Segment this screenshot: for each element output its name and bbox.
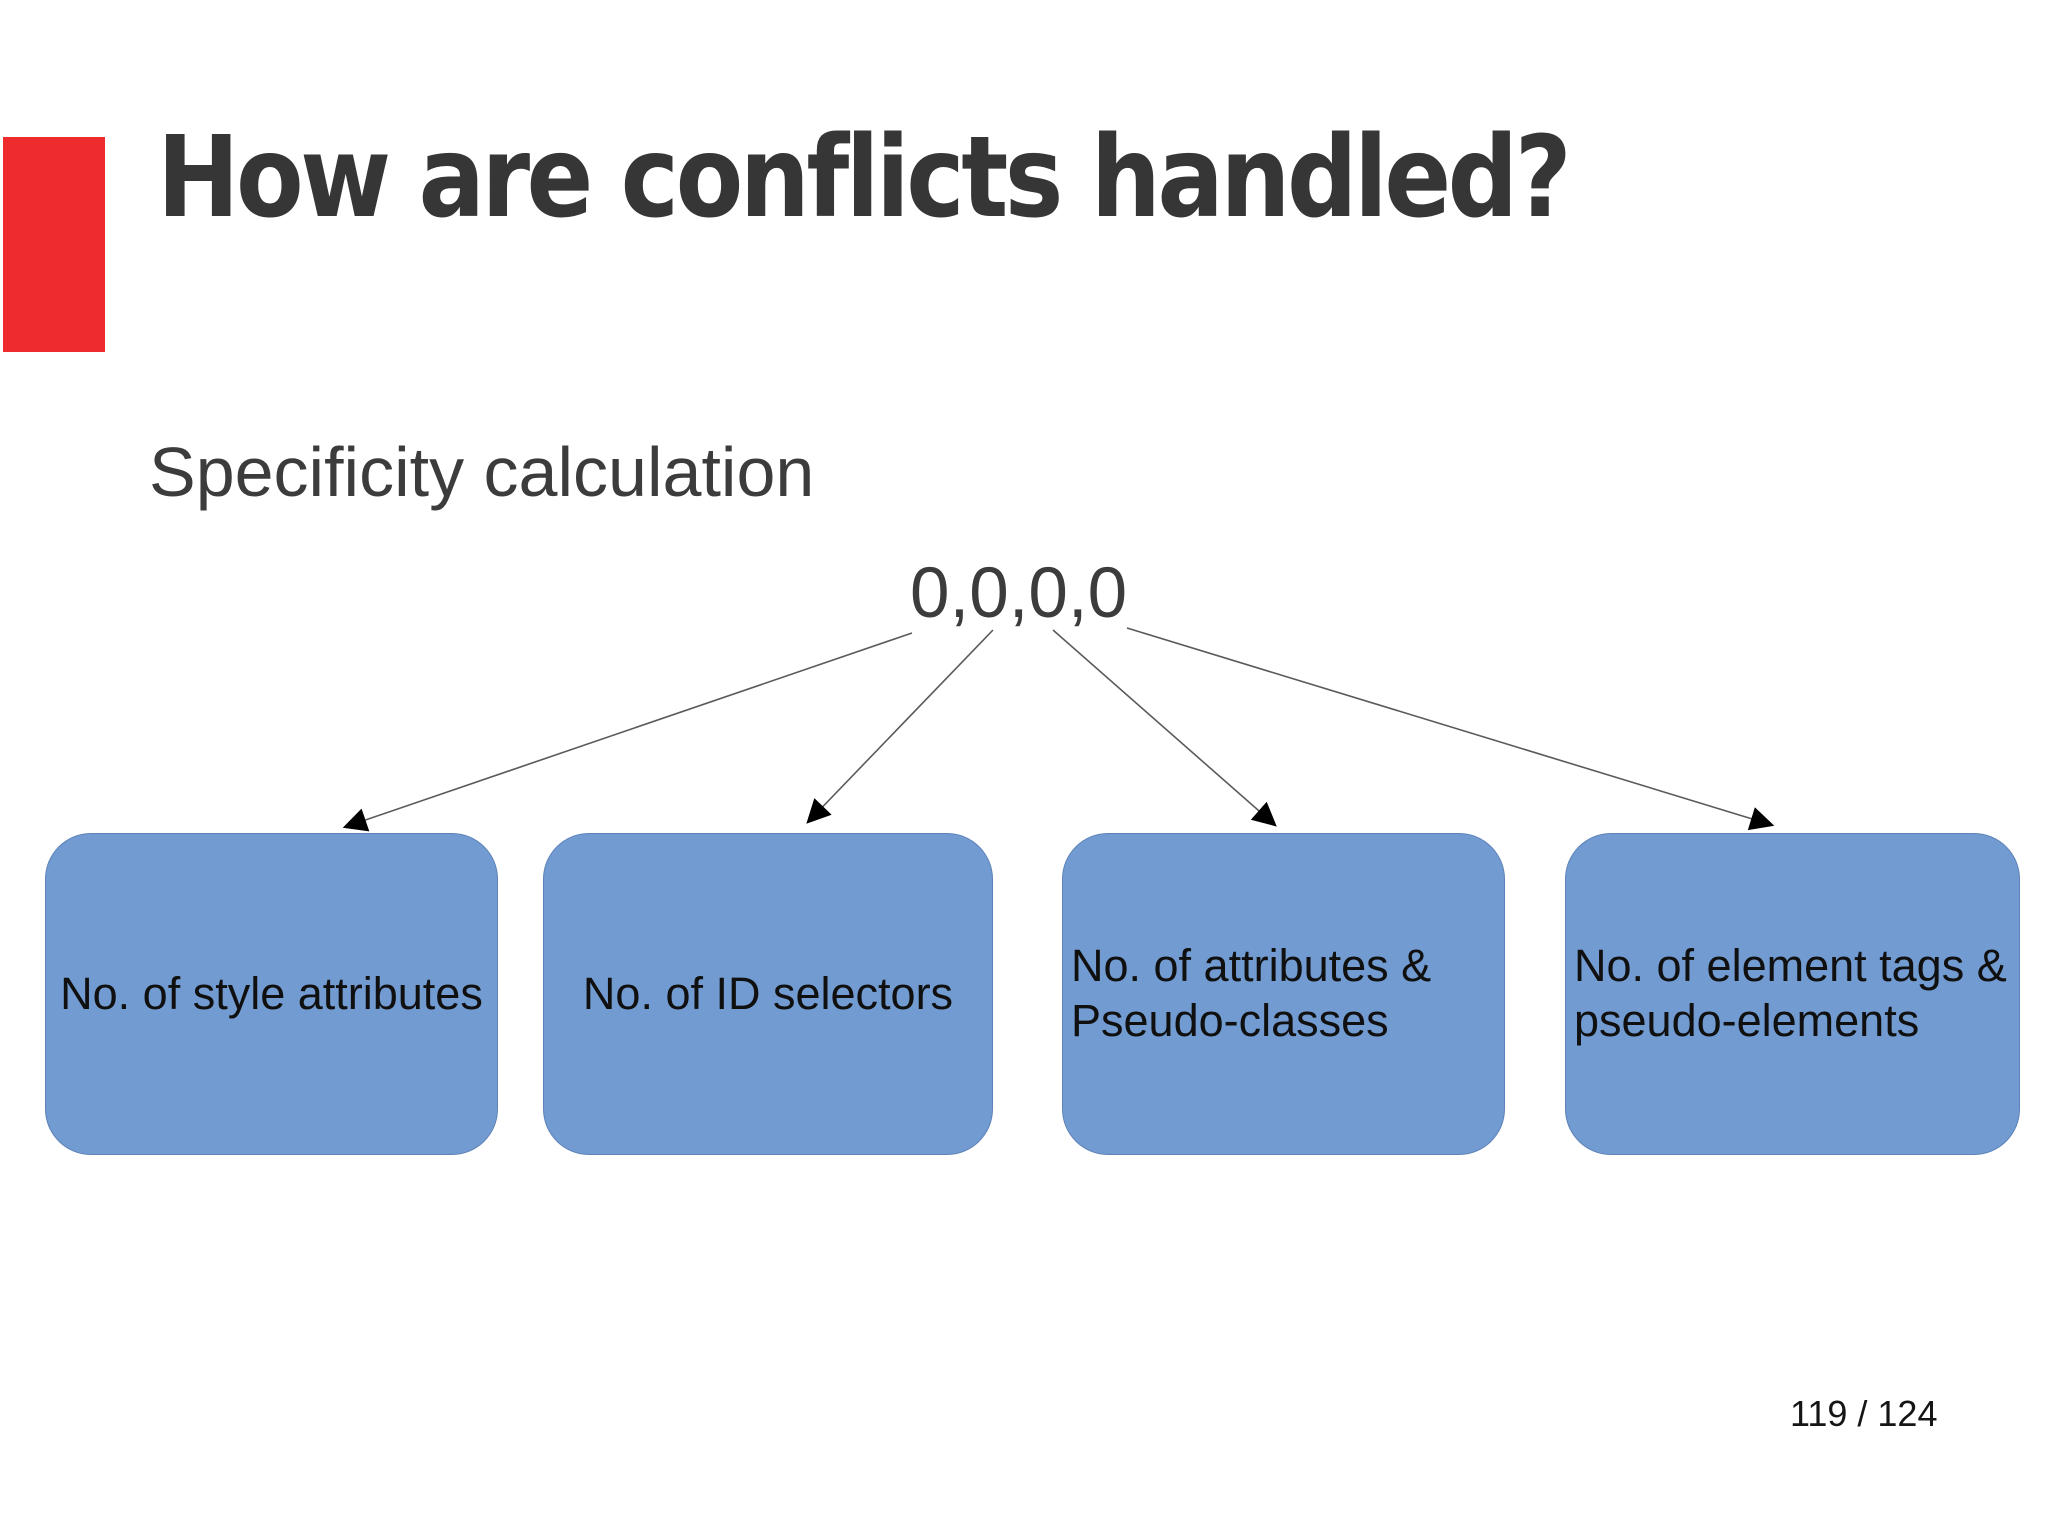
diagram-box-attributes-pseudo-classes: No. of attributes & Pseudo-classes (1062, 833, 1505, 1155)
box-label: No. of element tags & pseudo-elements (1574, 940, 2007, 1046)
box-label: No. of attributes & Pseudo-classes (1071, 940, 1432, 1046)
arrow-connector (342, 632, 913, 832)
arrow-connector (806, 629, 994, 824)
arrow-connector (1126, 627, 1775, 831)
box-label: No. of style attributes (60, 967, 483, 1019)
slide-title: How are conflicts handled? (157, 113, 1572, 243)
diagram-box-element-tags-pseudo-elements: No. of element tags & pseudo-elements (1565, 833, 2020, 1155)
specificity-root-node: 0,0,0,0 (910, 554, 1128, 633)
box-label: No. of ID selectors (582, 967, 954, 1019)
accent-bar (3, 137, 105, 352)
diagram-box-id-selectors: No. of ID selectors (543, 833, 993, 1155)
page-number: 119 / 124 (1790, 1393, 1938, 1434)
arrow-connector (1052, 629, 1277, 827)
slide-subtitle: Specificity calculation (149, 433, 815, 511)
diagram-box-style-attributes: No. of style attributes (45, 833, 498, 1155)
